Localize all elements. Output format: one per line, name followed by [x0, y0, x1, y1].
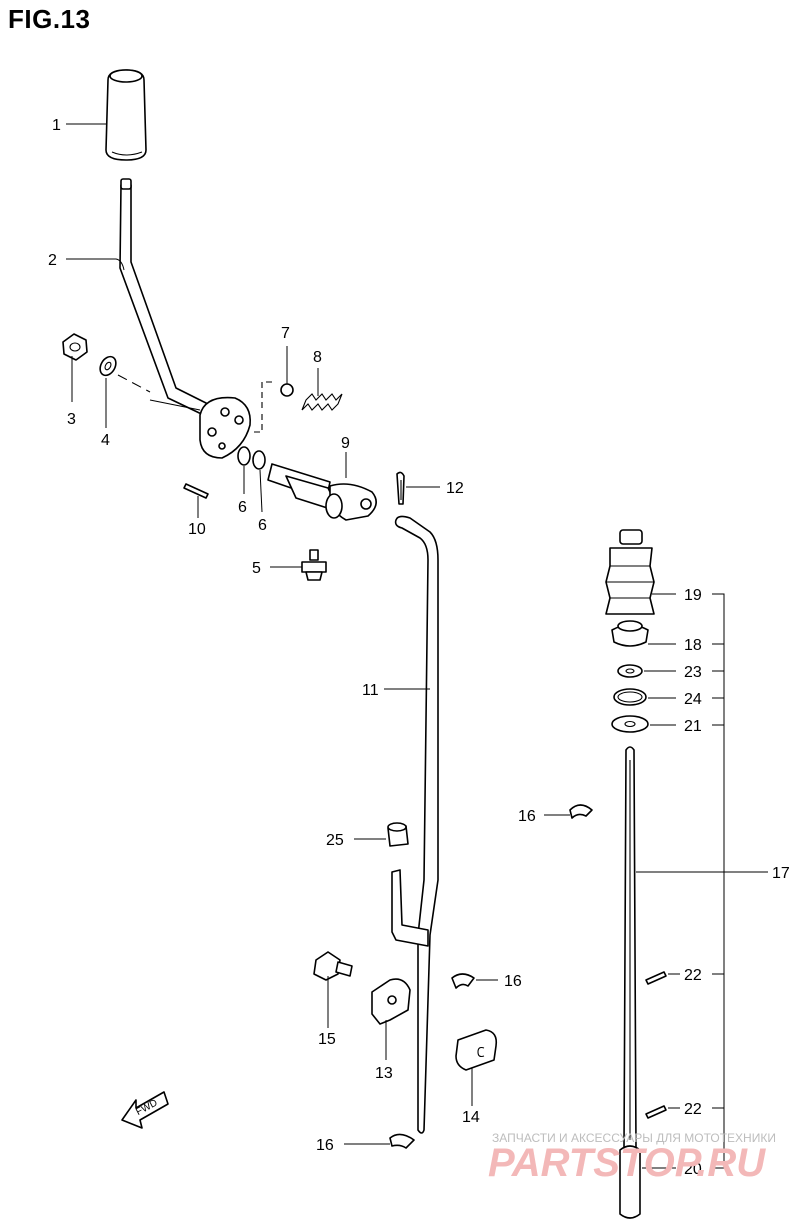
part-1-knob	[105, 69, 147, 161]
callout-20: 20	[684, 1161, 702, 1178]
callout-22a: 22	[684, 967, 702, 984]
part-18-bushing	[611, 620, 649, 647]
callout-1: 1	[52, 117, 61, 134]
part-17-shaft	[623, 746, 637, 1149]
part-16-eclip-c	[389, 1133, 415, 1149]
callout-6a: 6	[238, 499, 247, 516]
callout-11: 11	[362, 682, 379, 699]
part-14-clamp	[455, 1029, 498, 1071]
part-22-pin-b	[645, 1105, 667, 1119]
callout-5: 5	[252, 560, 261, 577]
part-19-boot	[605, 529, 655, 615]
part-16-eclip-b	[451, 973, 475, 989]
part-9-shaft	[267, 463, 377, 521]
leader-lines	[66, 123, 768, 1169]
callout-16a: 16	[518, 808, 536, 825]
part-15-bolt	[313, 951, 353, 981]
callout-4: 4	[101, 432, 110, 449]
callout-3: 3	[67, 411, 76, 428]
part-8-spring	[301, 393, 343, 411]
callout-2: 2	[48, 252, 57, 269]
callout-19: 19	[684, 587, 702, 604]
watermark: ЗАПЧАСТИ И АКСЕССУАРЫ ДЛЯ МОТОТЕХНИКИ PA…	[488, 1131, 776, 1185]
part-6-orings	[237, 446, 266, 470]
fwd-arrow-icon: FWD	[121, 1091, 169, 1129]
callout-labels: 1 2 3 4 5 6 6 7 8 9 10 11 12 13 14 15 16…	[48, 117, 790, 1178]
part-3-nut	[62, 333, 88, 361]
part-4-washer	[99, 355, 151, 393]
watermark-subtitle: ЗАПЧАСТИ И АКСЕССУАРЫ ДЛЯ МОТОТЕХНИКИ	[492, 1131, 776, 1145]
callout-24: 24	[684, 691, 702, 708]
callout-16b: 16	[504, 973, 522, 990]
callout-13: 13	[375, 1065, 393, 1082]
callout-25: 25	[326, 832, 344, 849]
callout-22b: 22	[684, 1101, 702, 1118]
callout-7: 7	[281, 325, 290, 342]
callout-15: 15	[318, 1031, 336, 1048]
part-10-pin	[183, 483, 209, 499]
part-25-collar	[387, 822, 409, 847]
callout-18: 18	[684, 637, 702, 654]
part-12-cotter-pin	[396, 471, 405, 505]
callout-6b: 6	[258, 517, 267, 534]
part-24-oring	[613, 688, 647, 706]
callout-21: 21	[684, 718, 702, 735]
part-20-tip	[619, 1145, 641, 1219]
callout-16c: 16	[316, 1137, 334, 1154]
figure-title: FIG.13	[8, 4, 91, 34]
callout-9: 9	[341, 435, 350, 452]
part-22-pin-a	[645, 971, 667, 985]
part-21-washer	[611, 715, 649, 733]
callout-17: 17	[772, 865, 790, 882]
callout-10: 10	[188, 521, 206, 538]
part-11-rod	[391, 515, 439, 1134]
part-16-eclip-a	[569, 804, 593, 819]
part-23-washer	[617, 664, 643, 678]
watermark-brand: PARTSTOP.RU	[488, 1141, 766, 1185]
callout-12: 12	[446, 480, 464, 497]
part-7-ball	[250, 381, 294, 433]
part-13-clip	[371, 978, 411, 1025]
callout-8: 8	[313, 349, 322, 366]
part-2-lever	[119, 178, 252, 459]
callout-14: 14	[462, 1109, 480, 1126]
part-5-fitting	[301, 549, 327, 581]
callout-23: 23	[684, 664, 702, 681]
